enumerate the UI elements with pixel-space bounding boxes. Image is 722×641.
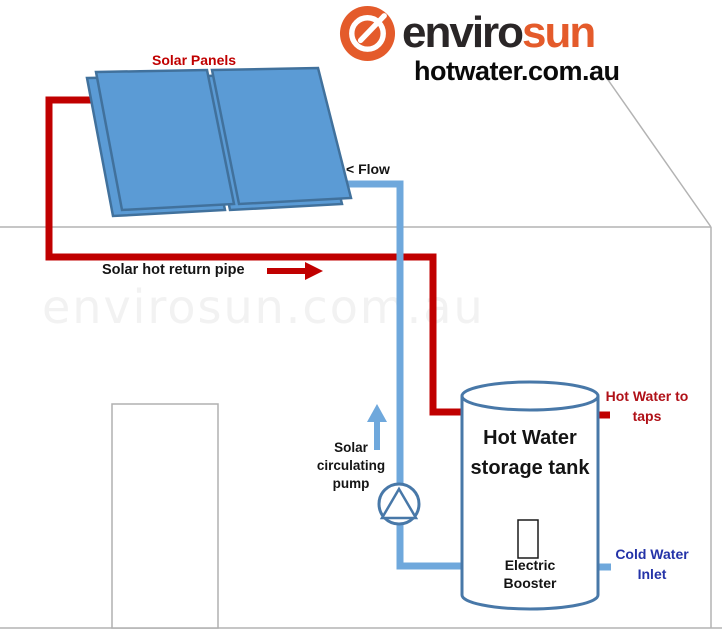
solar-panel-1: [94, 68, 236, 212]
envirosun-e-icon: [339, 5, 396, 62]
electric-booster-label: Electric Booster: [503, 557, 557, 592]
cold-flow-pipe: [342, 180, 463, 570]
flow-label: < Flow: [346, 161, 390, 177]
solar-hot-return-pipe: [45, 96, 466, 416]
solar-panel-2: [210, 66, 353, 206]
hot-water-storage-tank-label: Hot Water storage tank: [470, 427, 590, 479]
brand-name-enviro: enviro: [402, 7, 524, 57]
brand-name: envirosun: [402, 4, 596, 62]
pump-flow-arrow-head: [367, 404, 387, 422]
brand-domain: hotwater.com.au: [414, 56, 620, 86]
tank-body: [460, 396, 600, 611]
hot-water-to-taps-label: Hot Water to taps: [605, 388, 689, 424]
door-outline: [111, 403, 219, 629]
solar-panels-label: Solar Panels: [152, 52, 237, 68]
brand-name-sun: sun: [522, 7, 596, 57]
hot-water-storage-tank: [460, 380, 600, 611]
solar-circulating-pump-label: Solar circulating pump: [316, 440, 386, 492]
watermark-text: envirosun.com.au: [42, 280, 485, 334]
roof-line: [605, 76, 712, 228]
solar-hot-return-pipe-label: Solar hot return pipe: [102, 262, 245, 278]
electric-booster-element: [517, 519, 539, 559]
return-pipe-arrow-head: [305, 262, 323, 280]
solar-circulating-pump: [377, 482, 421, 526]
cold-water-inlet-label: Cold Water Inlet: [615, 546, 689, 582]
envirosun-logo: envirosun hotwater.com.au: [338, 3, 658, 87]
tank-top: [460, 380, 600, 412]
pump-triangle: [379, 486, 419, 520]
solar-panels: [85, 66, 353, 218]
